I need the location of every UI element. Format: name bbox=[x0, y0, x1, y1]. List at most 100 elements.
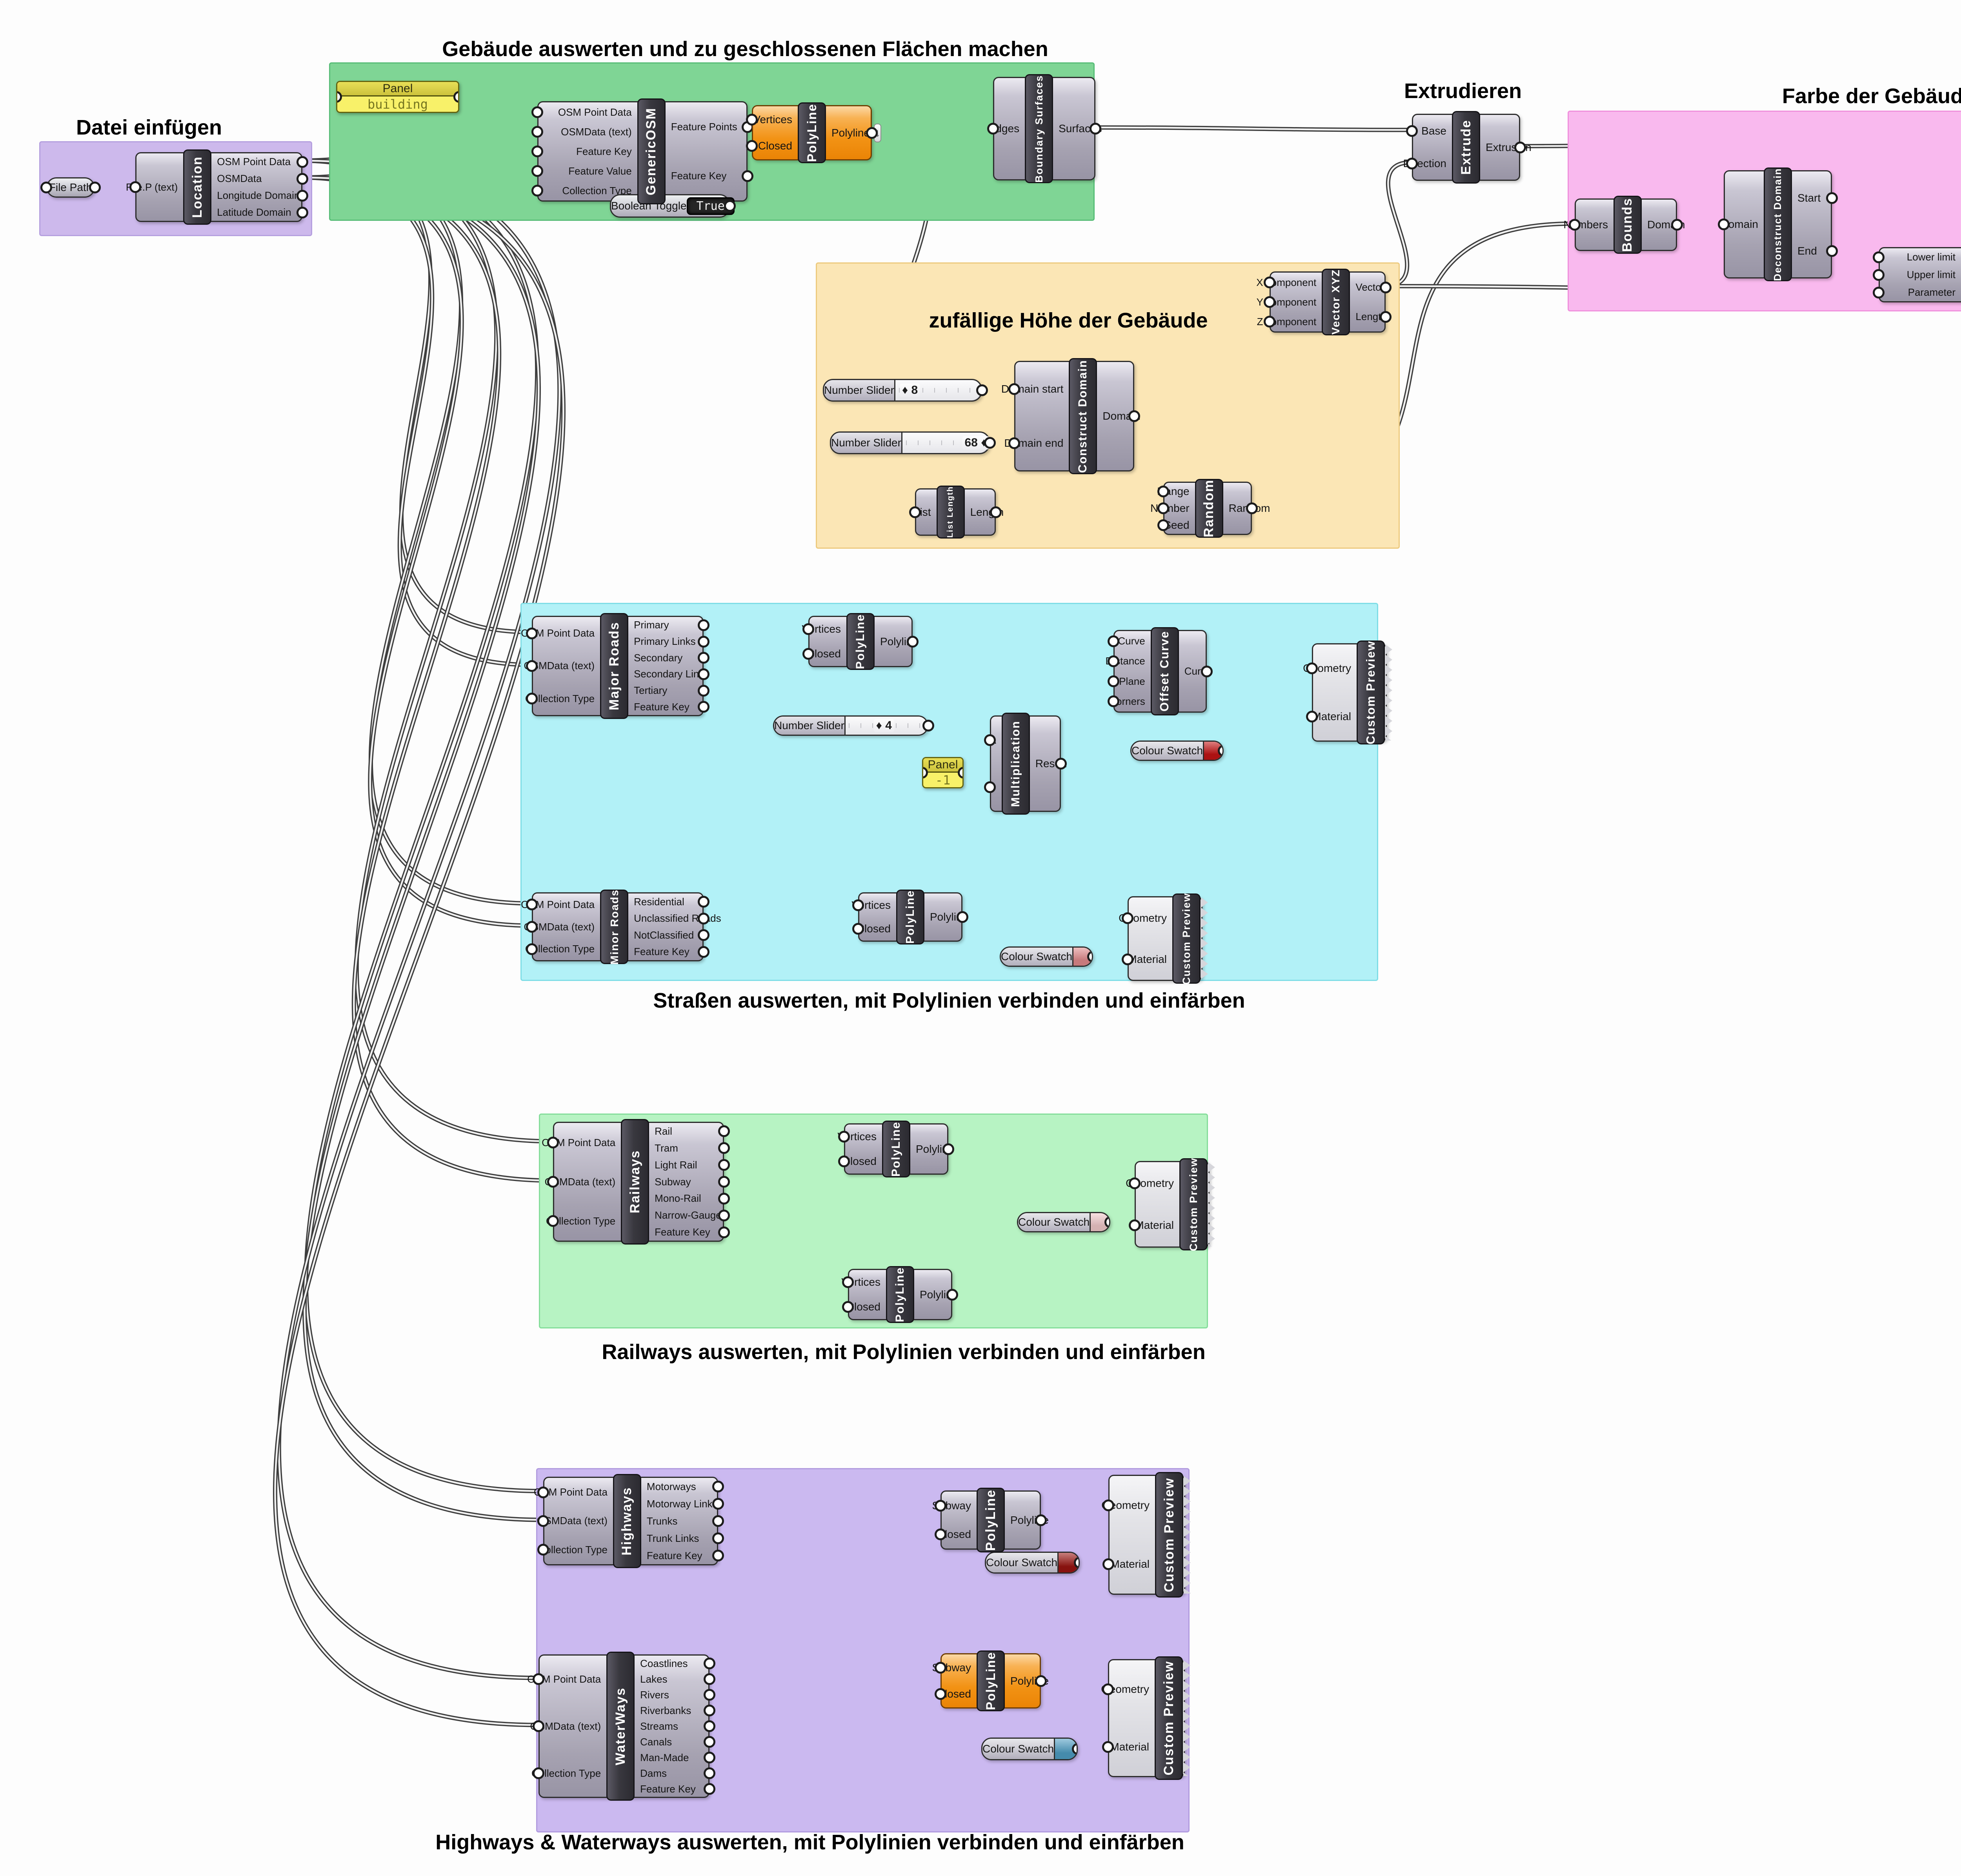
input-port[interactable] bbox=[802, 623, 814, 635]
node-multiplication[interactable]: ABMultiplicationResult bbox=[984, 713, 1067, 815]
output-port[interactable] bbox=[1035, 1675, 1047, 1687]
input-port[interactable] bbox=[1102, 1683, 1114, 1695]
node-slider4[interactable]: Number Slider♦ 4 bbox=[773, 715, 934, 736]
output-port[interactable] bbox=[704, 1783, 715, 1795]
output-port[interactable] bbox=[712, 1498, 724, 1510]
input-port[interactable] bbox=[1306, 710, 1318, 722]
output-port[interactable] bbox=[957, 911, 968, 923]
input-port[interactable] bbox=[533, 1720, 544, 1732]
input-port[interactable] bbox=[531, 165, 543, 177]
output-port[interactable] bbox=[698, 635, 709, 648]
wire[interactable] bbox=[1092, 126, 1413, 131]
input-port[interactable] bbox=[531, 146, 543, 157]
output-port[interactable] bbox=[990, 506, 1002, 518]
input-port[interactable] bbox=[935, 1688, 946, 1700]
wire[interactable] bbox=[274, 177, 564, 1726]
output-port[interactable] bbox=[704, 1736, 715, 1748]
input-port[interactable] bbox=[1264, 296, 1275, 308]
output-port[interactable] bbox=[704, 1705, 715, 1716]
input-port[interactable] bbox=[987, 123, 999, 135]
input-port[interactable] bbox=[526, 693, 538, 705]
output-port[interactable] bbox=[698, 684, 709, 697]
output-port[interactable] bbox=[1826, 192, 1838, 204]
slider-handle[interactable]: ♦ 4 bbox=[873, 719, 894, 732]
panel-content[interactable]: building bbox=[367, 96, 428, 112]
output-port[interactable] bbox=[718, 1159, 730, 1171]
node-file_path[interactable]: File Path bbox=[40, 177, 101, 198]
output-port[interactable] bbox=[1201, 665, 1213, 677]
input-port[interactable] bbox=[984, 781, 996, 793]
output-port[interactable] bbox=[1128, 410, 1140, 422]
input-port[interactable] bbox=[746, 140, 758, 152]
wire[interactable] bbox=[299, 160, 533, 904]
input-port[interactable] bbox=[537, 1515, 549, 1527]
input-port[interactable] bbox=[1129, 1177, 1141, 1189]
output-port[interactable] bbox=[718, 1125, 730, 1137]
input-port[interactable] bbox=[1108, 695, 1119, 708]
output-port[interactable] bbox=[297, 189, 308, 202]
output-port[interactable] bbox=[712, 1550, 724, 1561]
input-port[interactable] bbox=[526, 627, 538, 639]
wire[interactable] bbox=[299, 177, 533, 927]
input-port[interactable] bbox=[1108, 675, 1119, 688]
node-swatch_blue[interactable]: Colour Swatch bbox=[981, 1738, 1078, 1760]
output-port[interactable] bbox=[1380, 311, 1392, 323]
input-port[interactable] bbox=[1157, 502, 1169, 514]
input-port[interactable] bbox=[1129, 1219, 1141, 1232]
output-port[interactable] bbox=[718, 1142, 730, 1154]
output-port[interactable] bbox=[712, 1515, 724, 1527]
output-port[interactable] bbox=[1246, 502, 1258, 514]
output-port[interactable] bbox=[718, 1226, 730, 1238]
output-port[interactable] bbox=[984, 437, 996, 449]
output-port[interactable] bbox=[704, 1720, 715, 1732]
output-port[interactable] bbox=[1087, 951, 1092, 963]
output-port[interactable] bbox=[907, 635, 919, 648]
input-port[interactable] bbox=[1873, 251, 1885, 263]
input-port[interactable] bbox=[852, 899, 864, 911]
output-port[interactable] bbox=[718, 1209, 730, 1221]
input-port[interactable] bbox=[1306, 662, 1318, 675]
output-port[interactable] bbox=[1055, 758, 1067, 770]
input-port[interactable] bbox=[1873, 286, 1885, 298]
output-port[interactable] bbox=[1104, 1216, 1109, 1228]
slider-handle[interactable]: 68 ♦ bbox=[962, 436, 990, 449]
input-port[interactable] bbox=[1008, 437, 1020, 449]
output-port[interactable] bbox=[1514, 141, 1526, 153]
input-port[interactable] bbox=[1264, 277, 1275, 288]
output-port[interactable] bbox=[453, 91, 458, 103]
input-port[interactable] bbox=[802, 648, 814, 660]
output-port[interactable] bbox=[942, 1143, 954, 1155]
input-port[interactable] bbox=[1122, 912, 1133, 924]
input-port[interactable] bbox=[1264, 316, 1275, 328]
node-random[interactable]: RangeNumberSeedRandomRandom bbox=[1150, 479, 1270, 538]
input-port[interactable] bbox=[842, 1301, 854, 1313]
input-port[interactable] bbox=[40, 182, 52, 193]
output-port[interactable] bbox=[1035, 1514, 1047, 1526]
input-port[interactable] bbox=[838, 1155, 850, 1167]
output-port[interactable] bbox=[1072, 1743, 1077, 1755]
output-port[interactable] bbox=[704, 1767, 715, 1779]
output-port[interactable] bbox=[1671, 219, 1683, 231]
input-port[interactable] bbox=[547, 1137, 559, 1148]
input-port[interactable] bbox=[1406, 125, 1418, 137]
input-port[interactable] bbox=[1108, 655, 1119, 667]
slider-handle[interactable]: ♦ 8 bbox=[899, 384, 920, 397]
output-port[interactable] bbox=[712, 1532, 724, 1544]
input-port[interactable] bbox=[1873, 269, 1885, 281]
input-port[interactable] bbox=[531, 185, 543, 197]
